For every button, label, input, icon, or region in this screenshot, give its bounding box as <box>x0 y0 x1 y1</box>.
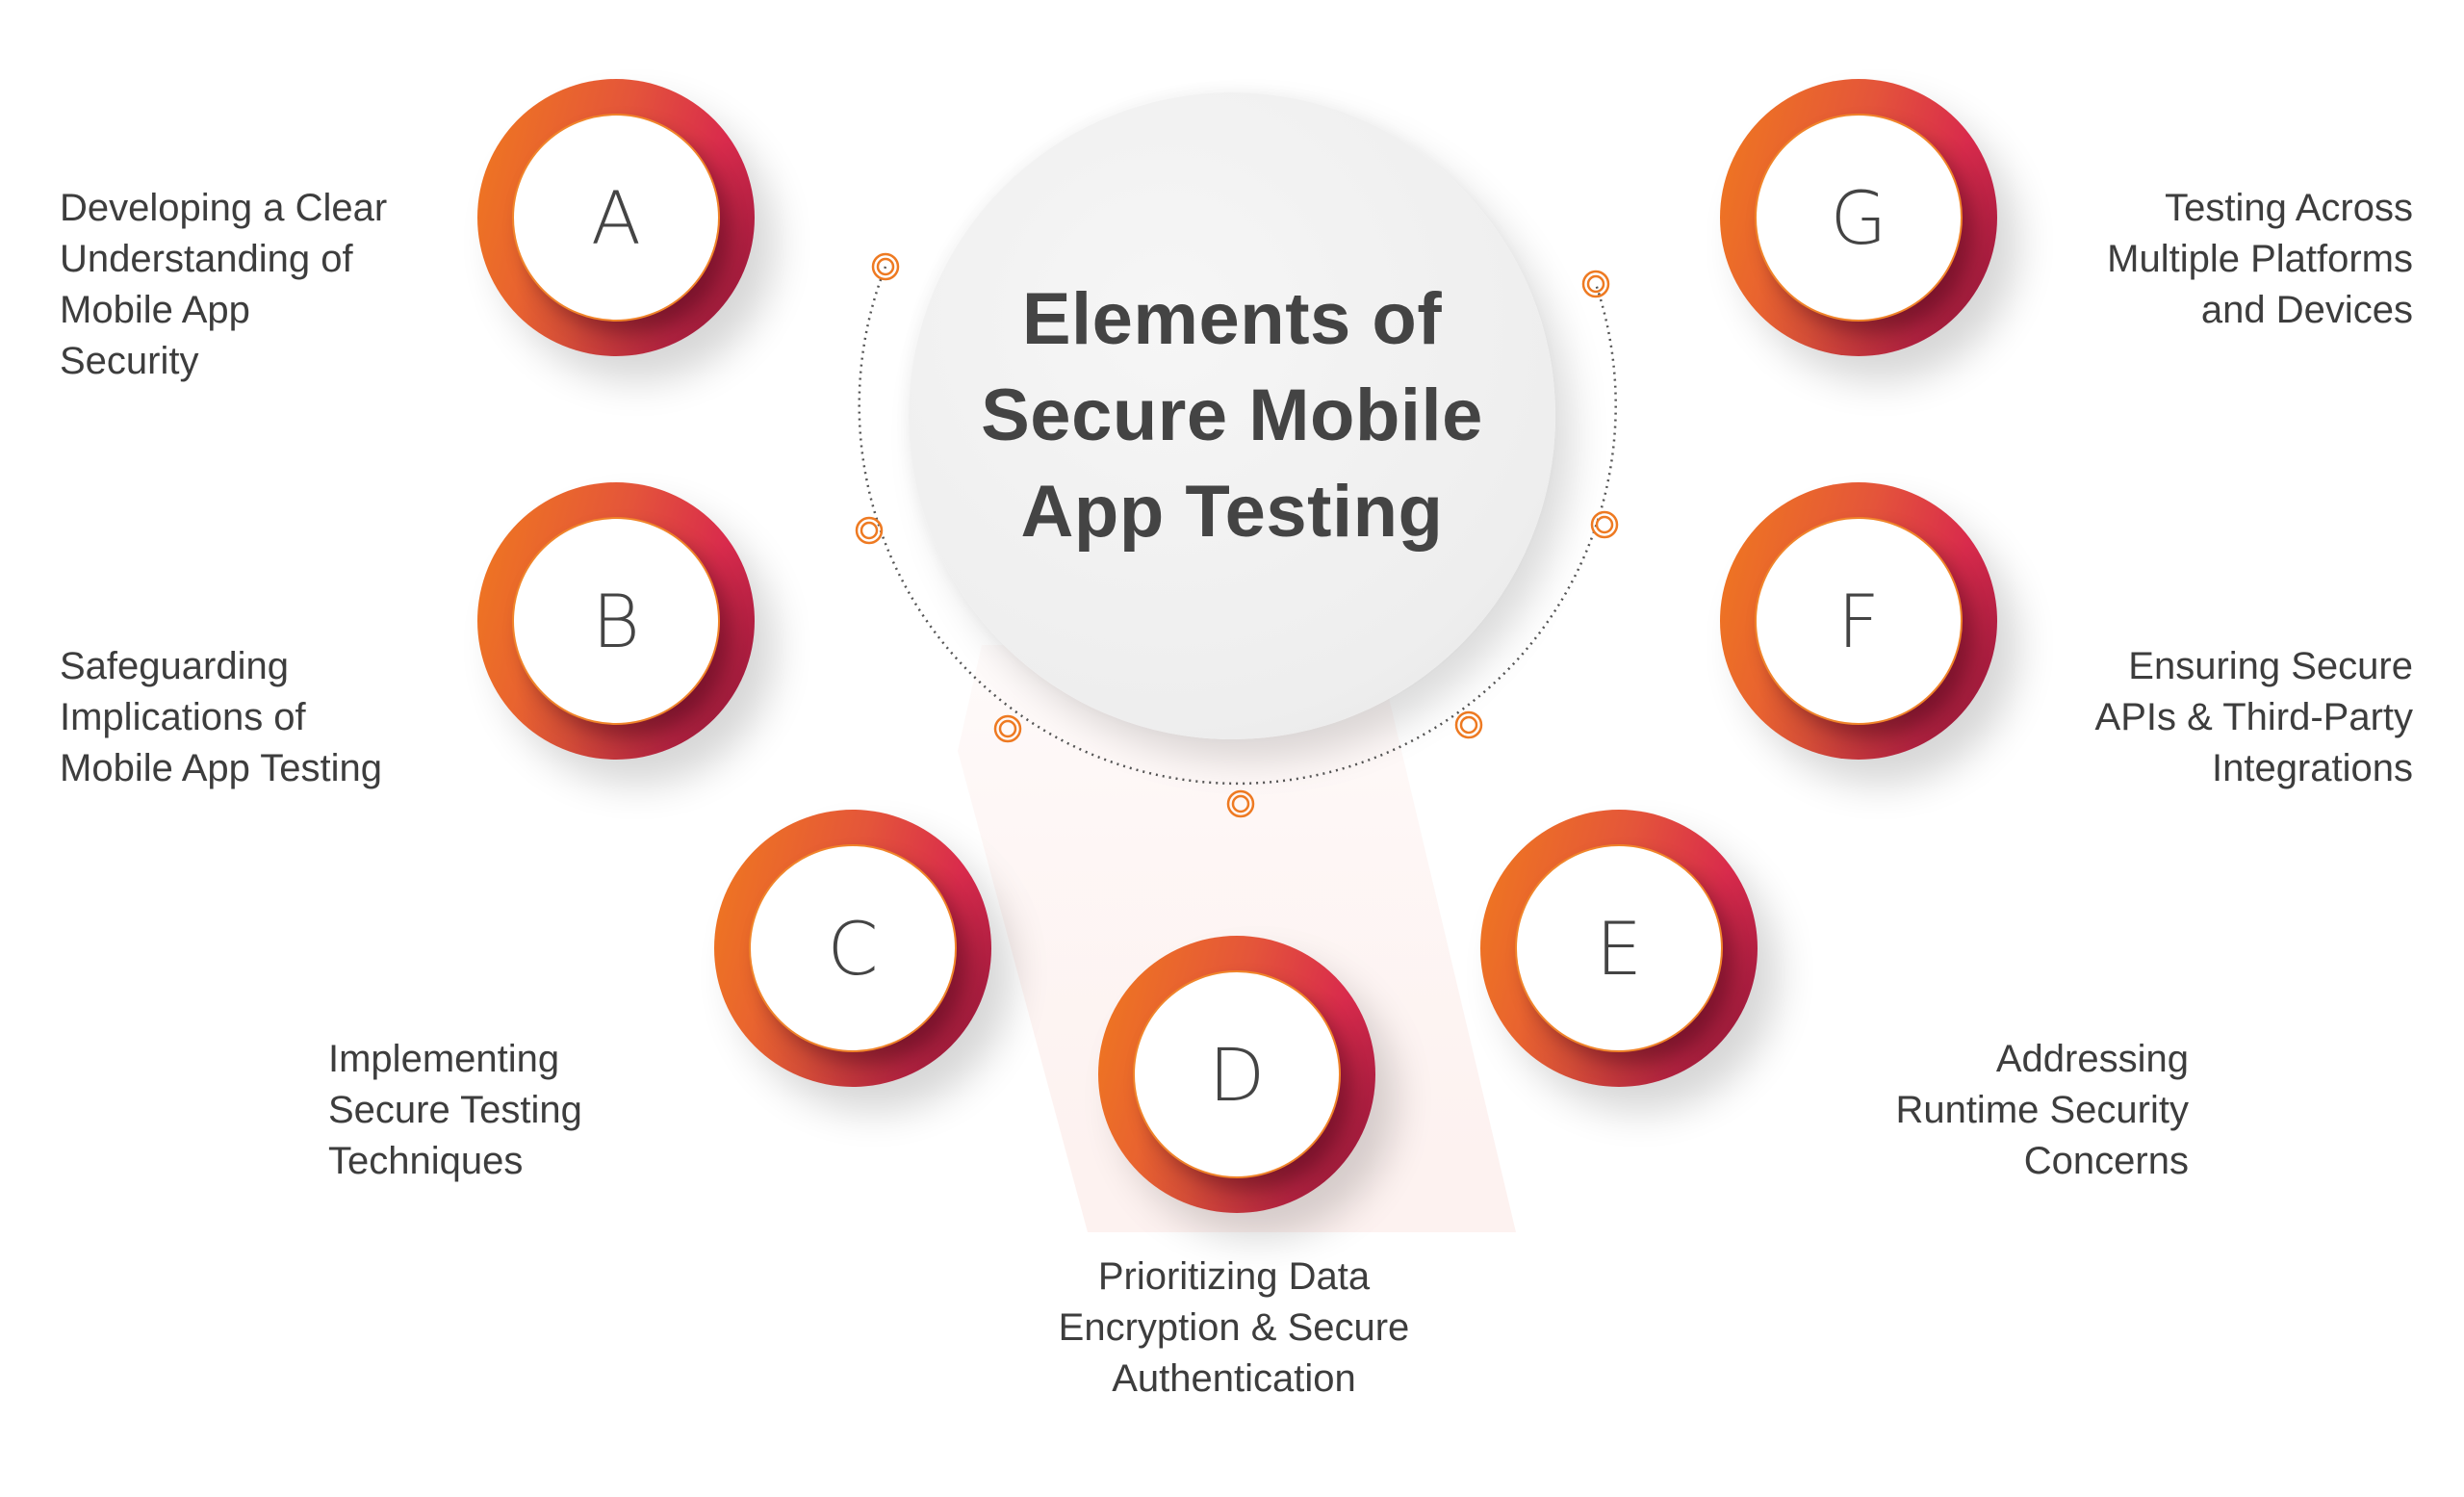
arc-markers <box>855 252 1619 818</box>
diagram-title: Elements of Secure Mobile App Testing <box>981 278 1483 553</box>
node-b: B <box>477 482 755 760</box>
center-title-circle: Elements of Secure Mobile App Testing <box>909 92 1555 739</box>
node-letter: E <box>1515 844 1723 1052</box>
node-letter: B <box>512 517 720 725</box>
label-e: Addressing Runtime Security Concerns <box>1895 1038 2189 1182</box>
node-a: A <box>477 79 755 356</box>
label-a: Developing a Clear Understanding of Mobi… <box>60 187 388 382</box>
label-g: Testing Across Multiple Platforms and De… <box>2107 187 2413 331</box>
node-letter: F <box>1755 517 1963 725</box>
node-letter: D <box>1133 970 1341 1178</box>
label-b: Safeguarding Implications of Mobile App … <box>60 645 383 789</box>
node-c: C <box>714 810 991 1087</box>
node-letter: G <box>1755 114 1963 322</box>
node-letter: C <box>749 844 957 1052</box>
label-f: Ensuring Secure APIs & Third-Party Integ… <box>2094 645 2413 789</box>
node-g: G <box>1720 79 1997 356</box>
node-f: F <box>1720 482 1997 760</box>
node-letter: A <box>512 114 720 322</box>
label-c: Implementing Secure Testing Techniques <box>328 1038 582 1182</box>
node-d: D <box>1098 936 1375 1213</box>
node-e: E <box>1480 810 1758 1087</box>
label-d: Prioritizing Data Encryption & Secure Au… <box>1058 1255 1410 1400</box>
